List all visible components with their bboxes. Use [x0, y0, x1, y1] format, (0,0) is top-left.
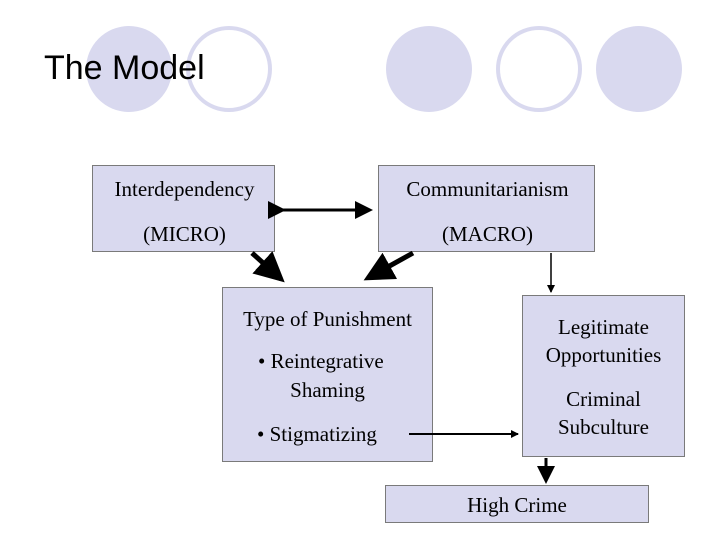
- node-opportunities: Legitimate Opportunities Criminal Subcul…: [522, 295, 685, 457]
- node-high-crime: High Crime: [385, 485, 649, 523]
- node-punishment-item-stigmatizing: • Stigmatizing: [257, 422, 377, 446]
- arrow-micro-to-punishment: [250, 251, 285, 283]
- node-macro-label: Communitarianism: [406, 177, 569, 201]
- decor-ring-1: [186, 26, 272, 112]
- decor-circle-1: [86, 26, 172, 112]
- node-high-crime-label: High Crime: [467, 493, 567, 517]
- node-opportunities-line4: Subculture: [558, 415, 649, 439]
- slide-title: The Model: [44, 49, 205, 87]
- node-opportunities-line1: Legitimate: [558, 315, 649, 339]
- node-opportunities-line3: Criminal: [566, 387, 641, 411]
- decor-ring-2: [496, 26, 582, 112]
- node-micro-label: Interdependency: [114, 177, 255, 201]
- node-micro: Interdependency (MICRO): [92, 165, 275, 252]
- node-macro-sublabel: (MACRO): [441, 222, 533, 246]
- node-micro-sublabel: (MICRO): [143, 222, 226, 246]
- node-punishment-heading: Type of Punishment: [243, 307, 412, 331]
- node-punishment-item-shaming: Shaming: [290, 378, 365, 402]
- arrow-macro-to-punishment: [363, 250, 415, 281]
- node-macro: Communitarianism (MACRO): [378, 165, 595, 252]
- decor-circle-3: [596, 26, 682, 112]
- node-punishment-item-reintegrative: • Reintegrative: [258, 349, 384, 373]
- node-punishment: Type of Punishment • Reintegrative Shami…: [222, 287, 433, 462]
- decor-circle-2: [386, 26, 472, 112]
- node-opportunities-line2: Opportunities: [545, 343, 662, 367]
